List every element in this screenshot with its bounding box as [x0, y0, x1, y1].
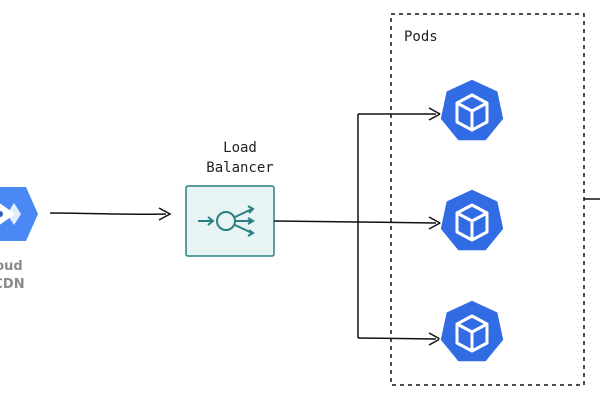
cloud-cdn-icon — [0, 187, 38, 241]
arrow-cdn-to-lb — [49, 207, 172, 221]
pod-icon-1 — [439, 78, 505, 142]
load-balancer-label-line2: Balancer — [206, 160, 274, 176]
pod-icon-2 — [439, 188, 505, 252]
load-balancer-label: Load Balancer — [190, 138, 290, 178]
cloud-cdn-label-line2: CDN — [0, 277, 25, 292]
cloud-cdn-label-line1: oud — [0, 259, 23, 274]
cloud-cdn-label: oud CDN — [0, 258, 34, 294]
fanout-arrows — [273, 107, 442, 346]
load-balancer-icon — [198, 205, 255, 237]
load-balancer-node — [185, 185, 275, 257]
pod-icon-3 — [439, 299, 505, 363]
pods-label: Pods — [404, 29, 438, 45]
load-balancer-label-line1: Load — [223, 140, 257, 156]
